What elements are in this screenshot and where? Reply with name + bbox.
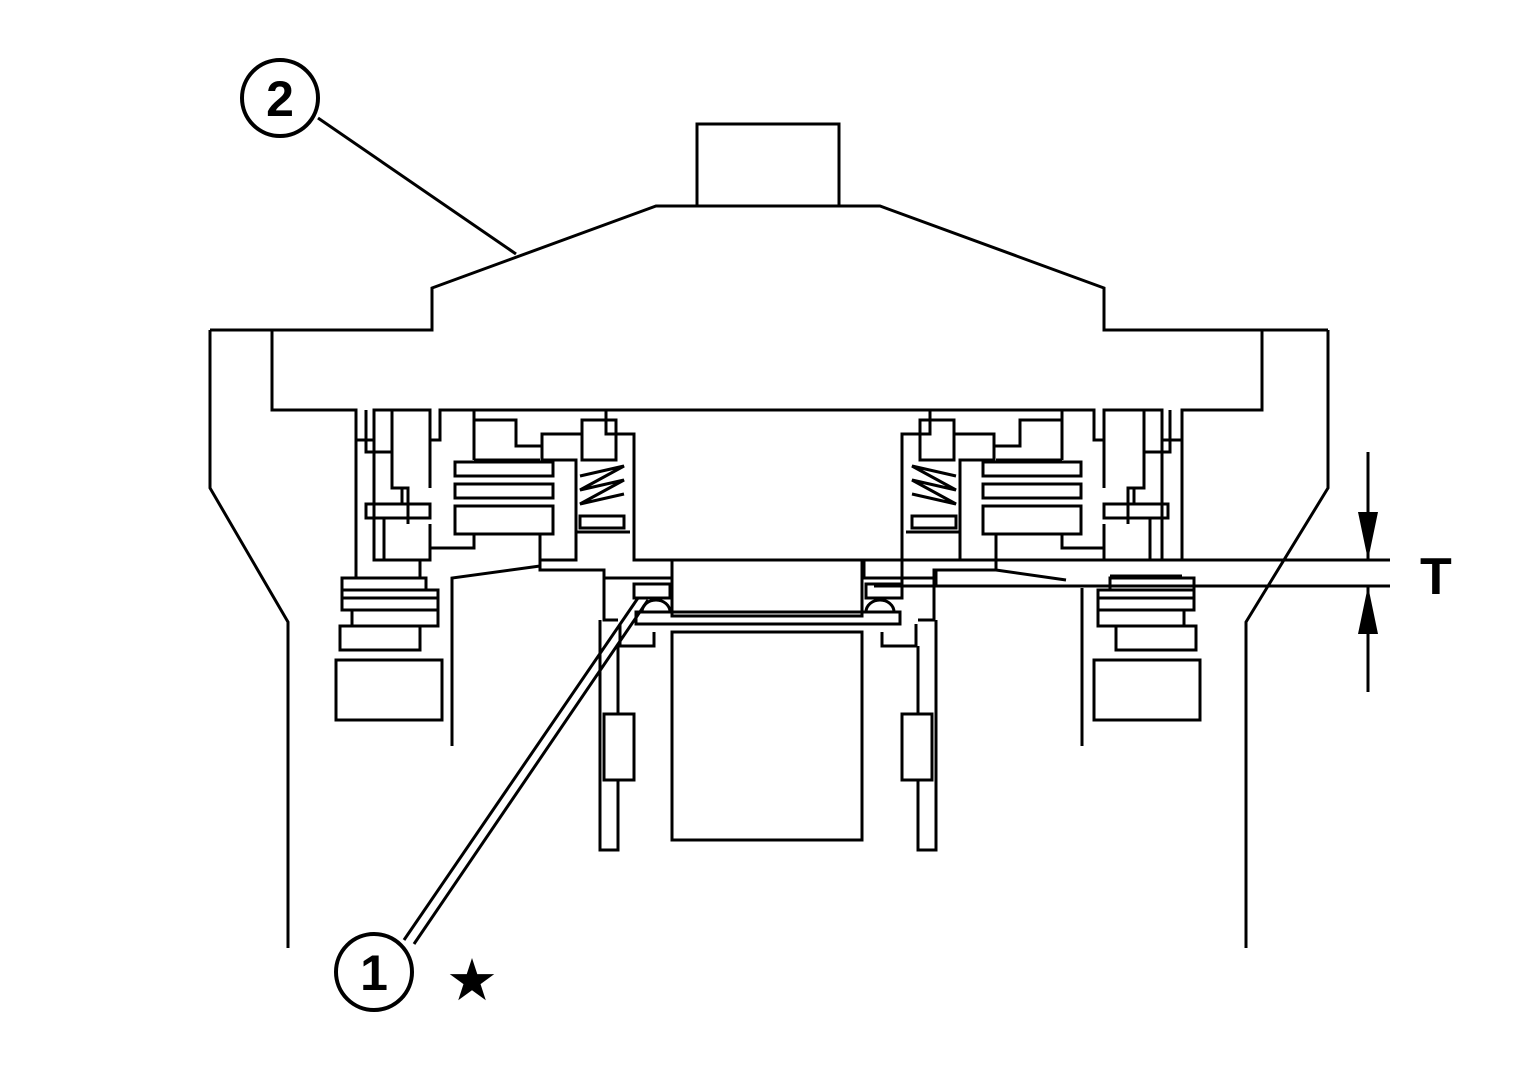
dimension-label: T bbox=[1420, 548, 1452, 606]
arrow-up-icon bbox=[1358, 586, 1378, 634]
left-clutch-assembly bbox=[334, 408, 674, 746]
callout-1-number: 1 bbox=[360, 945, 388, 1001]
right-clutch-assembly bbox=[862, 408, 1202, 746]
dimension-t: T bbox=[1358, 452, 1452, 692]
callout-2: 2 bbox=[240, 58, 517, 256]
arrow-down-icon bbox=[1358, 512, 1378, 560]
star-marker-icon: ★ bbox=[446, 946, 498, 1014]
callout-2-number: 2 bbox=[266, 71, 294, 127]
callout-1: 1 ★ bbox=[334, 597, 650, 1014]
top-cover bbox=[270, 122, 1264, 442]
center-shaft-bearing bbox=[598, 558, 1390, 852]
outer-housing bbox=[208, 328, 1330, 948]
